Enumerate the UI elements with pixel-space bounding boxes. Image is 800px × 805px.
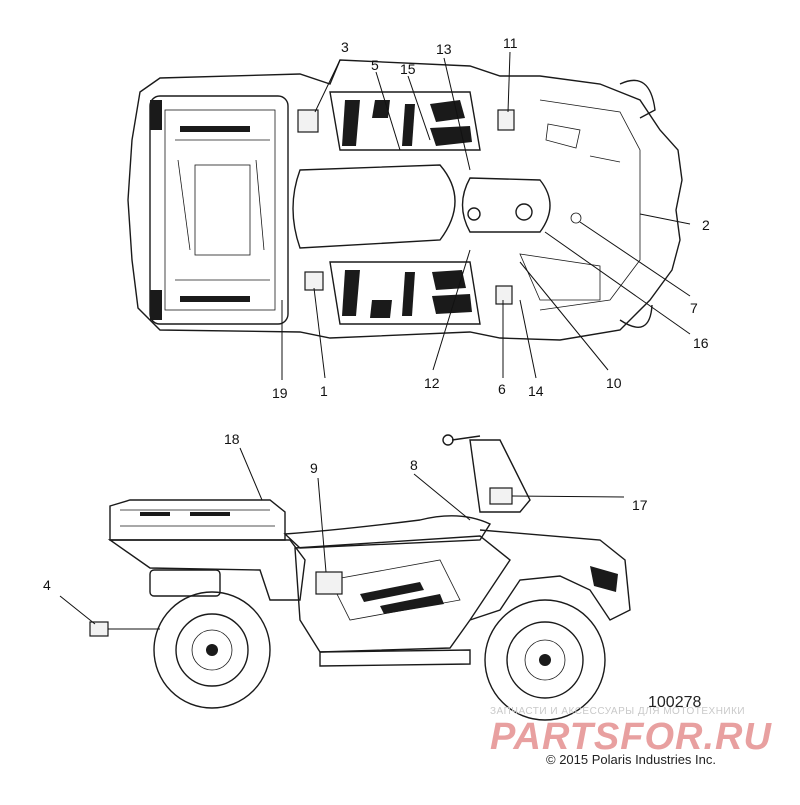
decal-17 [489, 487, 513, 505]
decal-9 [315, 571, 343, 595]
top-view-atv [127, 59, 683, 341]
side-view-callouts: 18 9 8 17 4 [43, 431, 648, 630]
callout-19: 19 [272, 385, 288, 401]
callout-4: 4 [43, 577, 51, 593]
copyright-notice: © 2015 Polaris Industries Inc. [546, 752, 716, 767]
top-view-callouts: 3 5 15 13 11 2 7 16 10 14 6 12 1 19 [272, 35, 710, 401]
callout-16: 16 [693, 335, 709, 351]
decal-1 [304, 271, 324, 291]
callout-12: 12 [424, 375, 440, 391]
watermark-tagline: ЗАПЧАСТИ И АКСЕССУАРЫ ДЛЯ МОТОТЕХНИКИ [490, 706, 746, 717]
decal-6 [495, 285, 513, 305]
callout-2: 2 [702, 217, 710, 233]
callout-11: 11 [503, 35, 518, 51]
decal-3 [297, 109, 319, 133]
callout-1: 1 [320, 383, 328, 399]
callout-6: 6 [498, 381, 506, 397]
callout-14: 14 [528, 383, 544, 399]
callout-5: 5 [371, 57, 379, 73]
callout-3: 3 [341, 39, 349, 55]
watermark-logo: PARTSFOR.RU [490, 716, 772, 758]
callout-18: 18 [224, 431, 240, 447]
callout-8: 8 [410, 457, 418, 473]
callout-10: 10 [606, 375, 622, 391]
decal-4 [89, 621, 109, 637]
side-view-atv [107, 434, 631, 721]
callout-13: 13 [436, 41, 452, 57]
callout-9: 9 [310, 460, 318, 476]
figure-number: 100278 [648, 694, 702, 711]
callout-15: 15 [400, 61, 416, 77]
callout-17: 17 [632, 497, 648, 513]
decal-11 [497, 109, 515, 131]
callout-7: 7 [690, 300, 698, 316]
